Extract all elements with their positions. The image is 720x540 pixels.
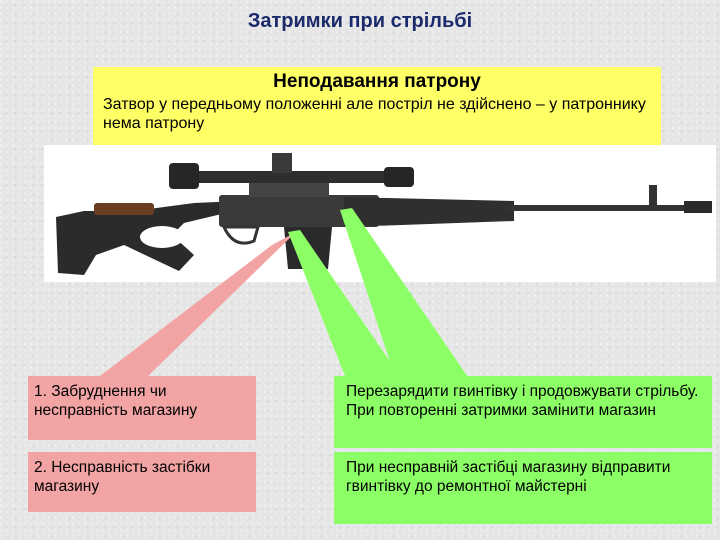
remedy-box-1: Перезарядити гвинтівку і продовжувати ст… (334, 376, 712, 448)
scope-tube (169, 171, 399, 183)
trigger-guard (221, 225, 260, 245)
problem-box: Неподавання патрону Затвор у передньому … (93, 67, 661, 145)
cause-box-2: 2. Несправність застібки магазину (28, 452, 256, 512)
barrel (504, 205, 709, 211)
scope-turret (272, 153, 292, 173)
slide-title: Затримки при стрільбі (247, 10, 473, 32)
problem-heading: Неподавання патрону (273, 71, 481, 92)
receiver (219, 195, 379, 227)
cause-box-1: 1. Забруднення чи несправність магазину (28, 376, 256, 440)
scope-eyepiece (169, 163, 199, 189)
muzzle (684, 201, 712, 213)
front-sight (649, 185, 657, 207)
remedy-box-2: При несправній застібці магазину відправ… (334, 452, 712, 524)
cheek-rest (94, 203, 154, 215)
remedy-connector-2 (340, 208, 470, 380)
rifle-image-panel (44, 145, 716, 282)
thumbhole (140, 226, 184, 248)
handguard (344, 197, 514, 227)
rifle-illustration (56, 153, 712, 275)
scope-objective (384, 167, 414, 187)
scope-mount (249, 183, 329, 197)
remedy-connector-1 (288, 230, 400, 376)
problem-description: Затвор у передньому положенні але пострі… (103, 96, 646, 132)
cause-connector (100, 232, 296, 376)
